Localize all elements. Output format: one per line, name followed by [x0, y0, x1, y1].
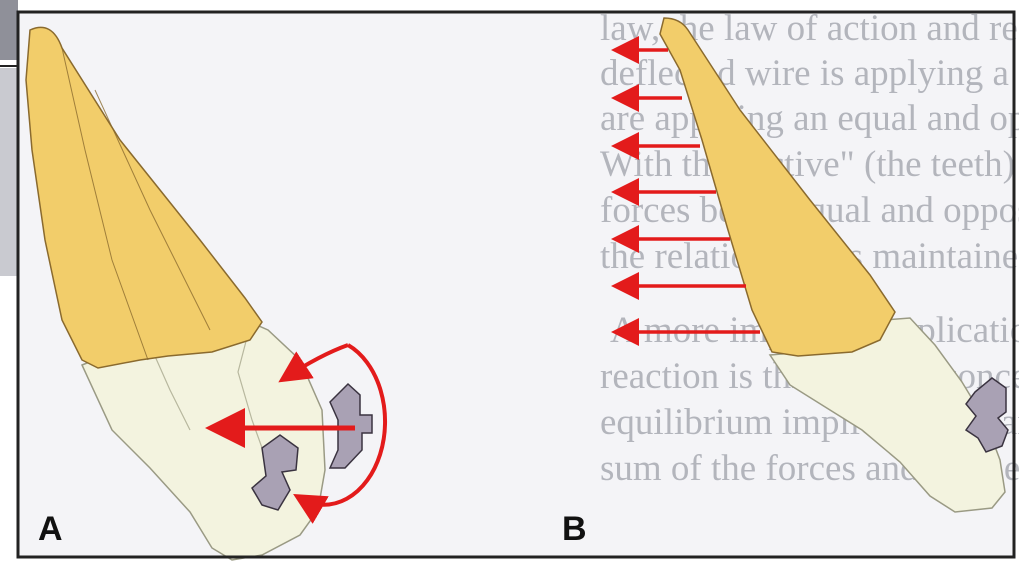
- panel-label-a: A: [38, 510, 63, 548]
- panel-label-b: B: [562, 510, 587, 548]
- bg-text-line: are applying an equal and opposite force…: [600, 98, 1019, 139]
- bg-text-line: deflected wire is applying a force to th…: [600, 53, 1019, 94]
- bg-text-line: With the "active" (the teeth) and "react…: [600, 144, 1019, 185]
